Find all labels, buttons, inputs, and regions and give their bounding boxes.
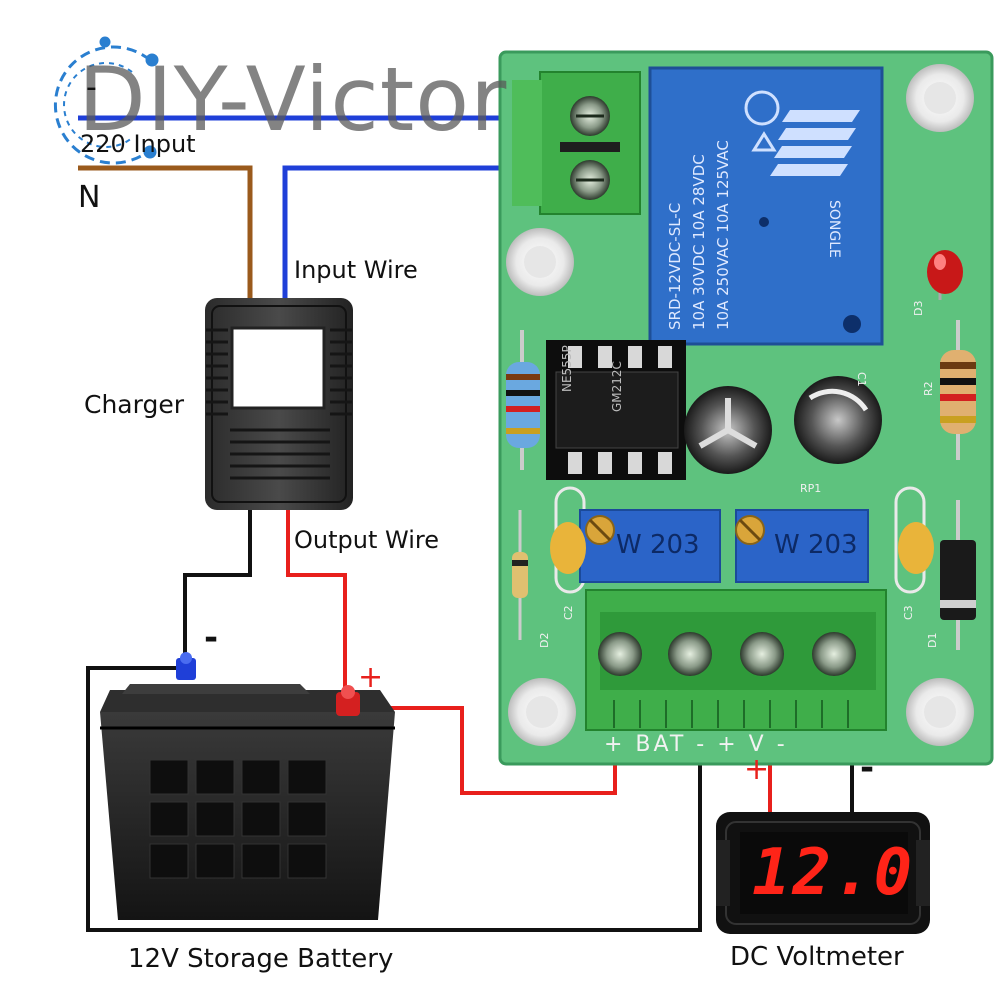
mains-n-label: N — [78, 180, 101, 215]
mains-input-label: 220 Input — [80, 130, 196, 158]
circuit-wires — [86, 666, 854, 932]
voltmeter-plus-sign: + — [744, 752, 770, 787]
diodes — [512, 500, 976, 650]
battery-negative-loop-wire — [86, 666, 702, 932]
watermark-logo-icon — [53, 36, 159, 165]
ic-chip — [546, 340, 686, 480]
battery-label: 12V Storage Battery — [128, 944, 394, 974]
battery-positive-terminal — [336, 685, 360, 716]
led-indicator — [927, 250, 963, 300]
ic-text-2: GM212C — [610, 361, 624, 412]
resistor-left — [506, 330, 540, 470]
voltmeter-reading: 12.0 — [752, 836, 915, 910]
silk-c1: C1 — [855, 372, 868, 387]
pot-label-right: W 203 — [774, 530, 858, 560]
silk-c2: C2 — [562, 605, 575, 620]
silk-r2: R2 — [922, 381, 935, 396]
terminal-silk-label: + BAT - + V - — [604, 732, 788, 757]
mains-neutral-wire — [78, 165, 253, 300]
battery-minus-sign: - — [204, 618, 219, 658]
relay-text-3: 10A 250VAC 10A 125VAC — [714, 140, 732, 330]
charger-positive-wire — [286, 510, 347, 690]
charger-output-wires — [183, 510, 347, 690]
silk-d2: D2 — [538, 632, 551, 648]
mounting-holes — [506, 64, 974, 746]
silk-d1: D1 — [926, 632, 939, 648]
charging-module-board — [498, 50, 994, 766]
relay-text-2: 10A 30VDC 10A 28VDC — [690, 154, 708, 330]
electrolytic-capacitors — [684, 376, 882, 474]
mains-screw-terminal — [512, 71, 641, 215]
mains-top-label: - — [86, 70, 97, 105]
ceramic-capacitors — [550, 522, 934, 574]
charger-negative-wire — [183, 510, 252, 660]
relay-brand: SONGLE — [826, 200, 842, 258]
relay — [648, 66, 884, 346]
charger-input-wire — [282, 165, 500, 300]
voltmeter-minus-sign: - — [860, 748, 875, 788]
resistor-r2 — [940, 320, 976, 460]
battery-plus-sign: + — [358, 660, 384, 695]
silk-d3: D3 — [912, 300, 925, 316]
watermark-text: DIY-Victor — [78, 48, 508, 151]
silk-c3: C3 — [902, 605, 915, 620]
charger-output-wire-label: Output Wire — [294, 526, 439, 554]
output-screw-terminal — [585, 589, 887, 731]
mains-wires — [78, 115, 500, 300]
charger-icon — [205, 298, 353, 510]
voltmeter-icon — [716, 812, 930, 934]
relay-text-1: SRD-12VDC-SL-C — [666, 202, 684, 330]
charger-input-wire-label: Input Wire — [294, 256, 418, 284]
ic-text-1: NE555P — [560, 345, 574, 392]
battery-positive-to-board-wire — [365, 706, 617, 795]
pot-label-left: W 203 — [616, 530, 700, 560]
charger-label: Charger — [84, 390, 184, 419]
voltmeter-label: DC Voltmeter — [730, 942, 904, 972]
battery-negative-terminal — [176, 652, 196, 680]
battery-icon — [100, 652, 395, 920]
silk-rp1: RP1 — [800, 482, 822, 495]
